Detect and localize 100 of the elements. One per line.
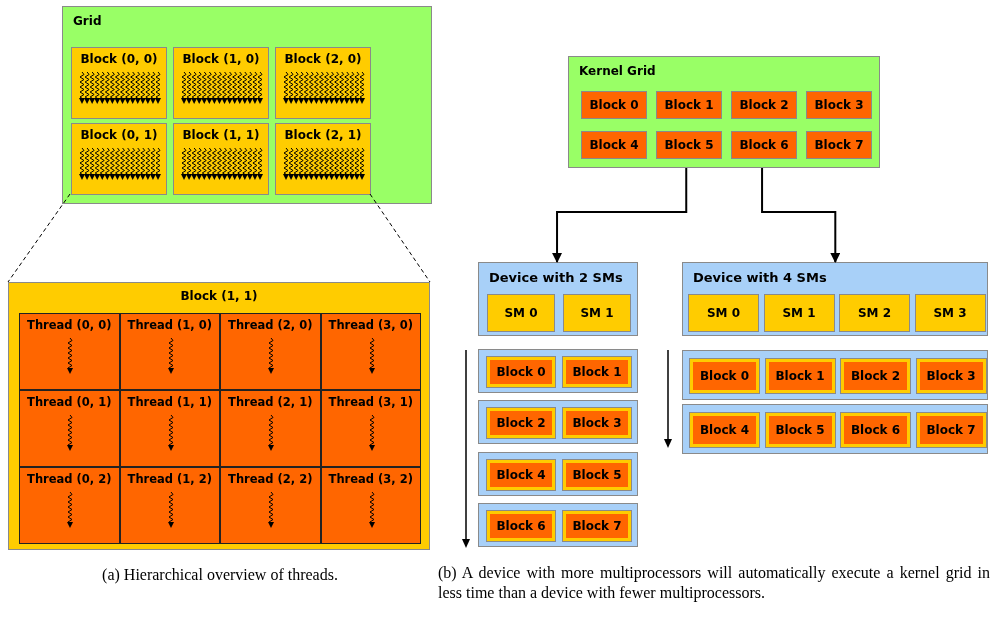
arrow — [761, 167, 841, 263]
block-panel — [8, 282, 430, 550]
block-box — [486, 459, 556, 491]
block-row — [682, 404, 988, 454]
sm-box — [487, 294, 555, 332]
block-box — [562, 510, 632, 542]
block-label: Block (1, 0) — [181, 52, 261, 66]
block-label: Block 3 — [925, 369, 977, 383]
block-label: Block 5 — [663, 138, 715, 152]
panel-title: Device with 2 SMs — [489, 270, 623, 285]
block-box — [806, 91, 872, 119]
block-box — [486, 407, 556, 439]
block-label: Block 4 — [588, 138, 640, 152]
block-label: SM 1 — [781, 306, 817, 320]
block-label: Block 5 — [571, 468, 623, 482]
caption: (b) A device with more multiprocessors will automatically execute a kernel grid in less time than a device with fewer multiprocessors. — [438, 563, 990, 603]
block-box — [581, 91, 647, 119]
block-label: Thread (1, 1) — [126, 395, 213, 409]
block-label: Thread (3, 0) — [327, 318, 414, 332]
block-box — [764, 358, 836, 394]
grid-panel — [62, 6, 432, 204]
block-label: Block (2, 1) — [283, 128, 363, 142]
block-label: Block 6 — [495, 519, 547, 533]
block-label: Block (0, 1) — [79, 128, 159, 142]
block-box — [806, 131, 872, 159]
device-panel — [478, 262, 638, 336]
block-box — [915, 358, 987, 394]
thread-cell — [320, 467, 421, 544]
block-box — [731, 131, 797, 159]
thread-cell — [19, 313, 120, 390]
block-box — [689, 358, 760, 394]
block-box — [689, 412, 760, 448]
thread-cell — [220, 390, 321, 467]
sm-box — [563, 294, 631, 332]
block-box — [656, 131, 722, 159]
block-label: Block 1 — [663, 98, 715, 112]
block-box — [486, 356, 556, 388]
arrow — [552, 167, 688, 263]
sm-box — [839, 294, 910, 332]
panel-title: Block (1, 1) — [179, 289, 259, 303]
block-label: SM 0 — [503, 306, 539, 320]
thread-cell — [119, 390, 220, 467]
caption: (a) Hierarchical overview of threads. — [101, 565, 339, 585]
block-label: Block 2 — [738, 98, 790, 112]
block-box — [275, 123, 371, 195]
block-label: Thread (2, 1) — [227, 395, 314, 409]
block-label: Block 4 — [495, 468, 547, 482]
block-label: Thread (0, 1) — [26, 395, 113, 409]
sm-box — [763, 294, 835, 332]
thread-cell — [119, 467, 220, 544]
block-label: Block 4 — [698, 423, 751, 437]
block-label: Block 5 — [774, 423, 826, 437]
block-row — [478, 400, 638, 444]
block-row — [478, 349, 638, 393]
block-box — [581, 131, 647, 159]
block-label: Block 0 — [495, 365, 547, 379]
block-box — [562, 356, 632, 388]
block-label: Thread (0, 0) — [26, 318, 113, 332]
thread-cell — [320, 313, 421, 390]
block-label: Thread (3, 1) — [327, 395, 414, 409]
block-box — [915, 412, 987, 448]
sm-box — [914, 294, 986, 332]
thread-cell — [320, 390, 421, 467]
thread-cell — [19, 390, 120, 467]
thread-cell — [220, 467, 321, 544]
block-box — [71, 47, 167, 119]
dashed-line — [369, 193, 431, 283]
block-box — [656, 91, 722, 119]
block-box — [173, 123, 269, 195]
block-label: Block 2 — [849, 369, 902, 383]
block-box — [764, 412, 836, 448]
block-label: Thread (2, 0) — [227, 318, 314, 332]
thread-cell — [19, 467, 120, 544]
block-row — [478, 452, 638, 496]
block-label: Block 2 — [495, 416, 547, 430]
block-label: Block 3 — [571, 416, 623, 430]
block-label: Thread (2, 2) — [227, 472, 314, 486]
block-box — [173, 47, 269, 119]
sm-box — [688, 294, 759, 332]
block-box — [840, 412, 911, 448]
block-label: Thread (0, 2) — [26, 472, 113, 486]
device-panel — [682, 262, 988, 336]
block-box — [562, 459, 632, 491]
block-label: Block 1 — [571, 365, 623, 379]
panel-title: Kernel Grid — [579, 64, 656, 78]
block-label: SM 1 — [579, 306, 615, 320]
block-label: Block 0 — [698, 369, 751, 383]
grid-panel — [568, 56, 880, 168]
block-label: Block (0, 0) — [79, 52, 159, 66]
block-label: Block 0 — [588, 98, 640, 112]
block-label: Block (2, 0) — [283, 52, 363, 66]
block-label: Block (1, 1) — [181, 128, 261, 142]
block-row — [478, 503, 638, 547]
thread-cell — [220, 313, 321, 390]
block-label: Block 3 — [813, 98, 865, 112]
block-label: Block 7 — [571, 519, 623, 533]
block-label: SM 3 — [932, 306, 968, 320]
block-label: Block 6 — [849, 423, 902, 437]
dashed-line — [7, 193, 71, 283]
block-box — [840, 358, 911, 394]
